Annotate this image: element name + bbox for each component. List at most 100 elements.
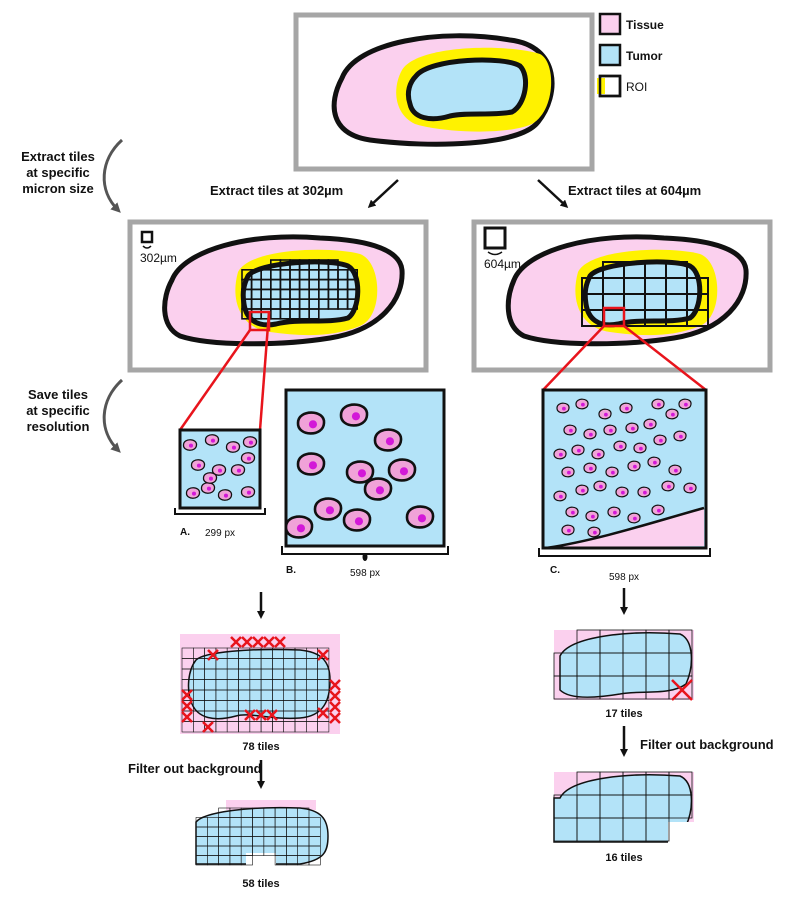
- legend-roi-label: ROI: [626, 80, 647, 94]
- extract-left-label: Extract tiles at 302µm: [210, 183, 343, 198]
- zoom-line-c-right: [623, 325, 707, 391]
- tile-c-tumor-edge: [545, 506, 705, 550]
- cell-nucleus: [375, 486, 385, 495]
- cell-nucleus: [296, 524, 306, 533]
- cell-nucleus: [631, 426, 635, 431]
- cell-nucleus: [604, 412, 608, 417]
- side-label-save-line3: resolution: [27, 419, 90, 434]
- cell-nucleus: [609, 428, 613, 433]
- tile-c-tissue-corner: [546, 508, 704, 548]
- tile-size-icon-large: [483, 226, 507, 250]
- rejected-tile-mark: [274, 636, 286, 648]
- curved-arrow-extract: [102, 138, 124, 213]
- filter-right-label: Filter out background: [640, 737, 774, 752]
- zoom-line-c-left: [542, 325, 605, 391]
- grid-16-tiles: [553, 771, 694, 844]
- cell-nucleus: [188, 443, 194, 448]
- zoom-line-a-left: [178, 329, 252, 431]
- grid-17-rejected-mark: [671, 679, 693, 701]
- grid-58-gap: [246, 853, 276, 867]
- right-all-tiles-label: 17 tiles: [605, 708, 642, 720]
- rejected-tile-mark: [266, 709, 278, 721]
- rejected-tile-mark: [252, 636, 264, 648]
- panel-302-size-label: 302µm: [140, 251, 177, 265]
- legend-tumor-label: Tumor: [626, 49, 663, 63]
- grid-16-removed-corner: [668, 822, 694, 844]
- cell-nucleus: [589, 432, 593, 437]
- cell-nucleus: [385, 437, 395, 446]
- cell-nucleus: [571, 510, 575, 515]
- cell-nucleus: [559, 452, 563, 457]
- cell-nucleus: [633, 516, 637, 521]
- legend: Tissue Tumor ROI: [597, 12, 664, 98]
- left-all-tiles-label: 78 tiles: [242, 741, 279, 753]
- grid-tile: [346, 298, 359, 310]
- cell-nucleus: [671, 412, 675, 417]
- cell-nucleus: [684, 402, 688, 407]
- rejected-tile-mark: [181, 711, 193, 723]
- rejected-tile-mark: [181, 689, 193, 701]
- grid-17-lines: [553, 629, 693, 700]
- grid-tile: [308, 855, 321, 866]
- tile-a-px-label: 299 px: [205, 528, 235, 539]
- cell-nucleus: [659, 438, 663, 443]
- cell-nucleus: [357, 469, 367, 478]
- cell-nucleus: [223, 493, 229, 498]
- brace-icon: [142, 245, 152, 249]
- side-label-extract: Extract tiles at specific micron size: [21, 138, 124, 213]
- cell-nucleus: [613, 510, 617, 515]
- rejected-tile-mark: [317, 707, 329, 719]
- grid-tile: [308, 308, 320, 320]
- grid-tile: [240, 855, 253, 866]
- cell-nucleus: [354, 517, 364, 526]
- cell-nucleus: [581, 488, 585, 493]
- rejected-tile-mark: [329, 701, 341, 713]
- rejected-tile-mark: [244, 709, 256, 721]
- arrow-to-left-panel: [367, 179, 399, 209]
- tile-a-cells: [182, 434, 258, 501]
- cell-nucleus: [611, 470, 615, 475]
- tile-b: B. 598 px: [281, 388, 449, 579]
- filter-left-label: Filter out background: [128, 761, 262, 776]
- left-filtered-tiles-label: 58 tiles: [242, 878, 279, 890]
- tile-a-width-bracket: [174, 508, 266, 515]
- panel-604-selected-tile: [602, 306, 626, 328]
- cell-nucleus: [621, 490, 625, 495]
- brace-icon-large: [487, 251, 503, 256]
- legend-tissue-label: Tissue: [626, 18, 664, 32]
- cell-nucleus: [569, 428, 573, 433]
- grid-17-tumor: [559, 632, 693, 699]
- tile-b-bracket-tick: [362, 553, 368, 561]
- panel-302-tile-grid: [241, 259, 359, 320]
- cell-nucleus: [246, 490, 252, 495]
- tile-c-border: [541, 388, 708, 550]
- side-label-save: Save tiles at specific resolution: [26, 378, 124, 453]
- tile-c-cells: [553, 398, 697, 538]
- grid-16-lines: [553, 771, 693, 842]
- grid-58-lines: [195, 807, 321, 866]
- cell-nucleus: [351, 412, 361, 421]
- legend-roi-border: [598, 74, 622, 98]
- cell-nucleus: [599, 484, 603, 489]
- cell-nucleus: [308, 461, 318, 470]
- cell-nucleus: [196, 463, 202, 468]
- cell-nucleus: [246, 456, 252, 461]
- cell-nucleus: [633, 464, 637, 469]
- cell-nucleus: [657, 402, 661, 407]
- side-label-save-line1: Save tiles: [28, 387, 88, 402]
- tile-size-icon-small: [140, 230, 154, 244]
- cell-nucleus: [589, 466, 593, 471]
- cell-nucleus: [639, 446, 643, 451]
- grid-78-lines: [181, 647, 330, 733]
- cell-nucleus: [567, 528, 571, 533]
- cell-nucleus: [417, 514, 427, 523]
- rejected-tile-mark: [317, 649, 329, 661]
- cell-nucleus: [581, 402, 585, 407]
- tile-a-letter: A.: [180, 527, 190, 538]
- grid-tile: [668, 675, 693, 700]
- side-label-extract-line3: micron size: [22, 181, 94, 196]
- cell-nucleus: [325, 506, 335, 515]
- cell-nucleus: [674, 468, 678, 473]
- rejected-tile-mark: [230, 636, 242, 648]
- cell-nucleus: [649, 422, 653, 427]
